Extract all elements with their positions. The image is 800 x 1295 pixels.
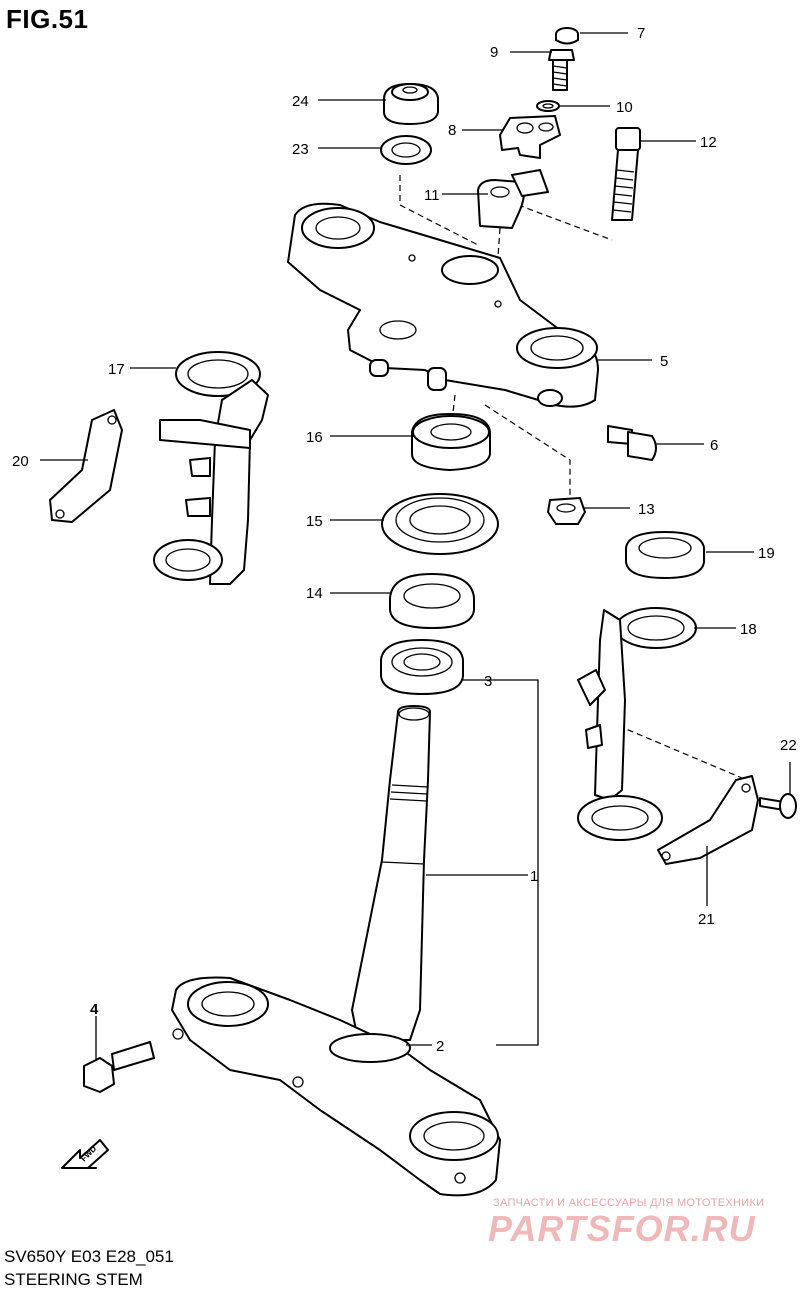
dust-seal-part [381, 493, 499, 555]
small-bolt-part [548, 49, 575, 91]
lower-bracket-part [171, 976, 501, 1197]
leader-lines [40, 32, 791, 1060]
lower-bearing-part [380, 639, 464, 695]
watermark-logo: PARTSFOR.RU [488, 1208, 756, 1249]
callout-10: 10 [616, 99, 633, 116]
cap-part [555, 27, 579, 45]
callout-14: 14 [306, 585, 323, 602]
right-headlamp-bracket-part [153, 351, 269, 585]
callout-9: 9 [490, 44, 498, 61]
lower-holder-part [477, 169, 549, 229]
callout-15: 15 [306, 513, 323, 530]
callout-12: 12 [700, 134, 717, 151]
callout-17: 17 [108, 361, 125, 378]
left-bracket-plate-part [657, 775, 759, 865]
callout-5: 5 [660, 353, 668, 370]
callout-labels: 7 9 10 8 12 11 24 23 5 16 6 15 13 19 14 … [12, 25, 797, 1055]
callout-3: 3 [484, 673, 492, 690]
nut-part [547, 497, 586, 525]
small-screw-part [759, 793, 797, 819]
callout-16: 16 [306, 429, 323, 446]
cushion-part [625, 531, 705, 579]
long-bolt-part [611, 127, 641, 221]
washer-part [536, 100, 560, 112]
upper-bracket-part [287, 202, 599, 408]
bracket-bolt-part [607, 425, 657, 461]
callout-2: 2 [436, 1038, 444, 1055]
top-washer-part [380, 135, 432, 165]
left-headlamp-bracket-part [577, 607, 697, 841]
callout-11: 11 [424, 187, 440, 204]
callout-21: 21 [698, 911, 715, 928]
steering-stem-part [351, 705, 431, 1041]
callout-8: 8 [448, 122, 456, 139]
callout-22: 22 [780, 737, 797, 754]
callout-4: 4 [90, 1001, 99, 1018]
stem-nut-part [411, 413, 491, 471]
callout-23: 23 [292, 141, 309, 158]
upper-bearing-part [389, 573, 475, 629]
callout-24: 24 [292, 93, 309, 110]
callout-18: 18 [740, 621, 757, 638]
figure-title: FIG.51 [6, 4, 89, 34]
top-cushion-part [383, 83, 439, 125]
watermark-caption: ЗАПЧАСТИ И АКСЕССУАРЫ ДЛЯ МОТОТЕХНИКИ [493, 1197, 765, 1209]
clamp-bolt-part [83, 1041, 155, 1093]
callout-6: 6 [710, 437, 718, 454]
fwd-direction-icon: FWD [61, 1139, 109, 1169]
callout-13: 13 [638, 501, 655, 518]
section-name: STEERING STEM [4, 1270, 143, 1289]
handlebar-holder-part [499, 115, 561, 159]
right-bracket-plate-part [49, 409, 123, 523]
callout-1: 1 [530, 868, 538, 885]
model-code: SV650Y E03 E28_051 [4, 1247, 174, 1266]
callout-19: 19 [758, 545, 775, 562]
callout-7: 7 [637, 25, 645, 42]
callout-20: 20 [12, 453, 29, 470]
